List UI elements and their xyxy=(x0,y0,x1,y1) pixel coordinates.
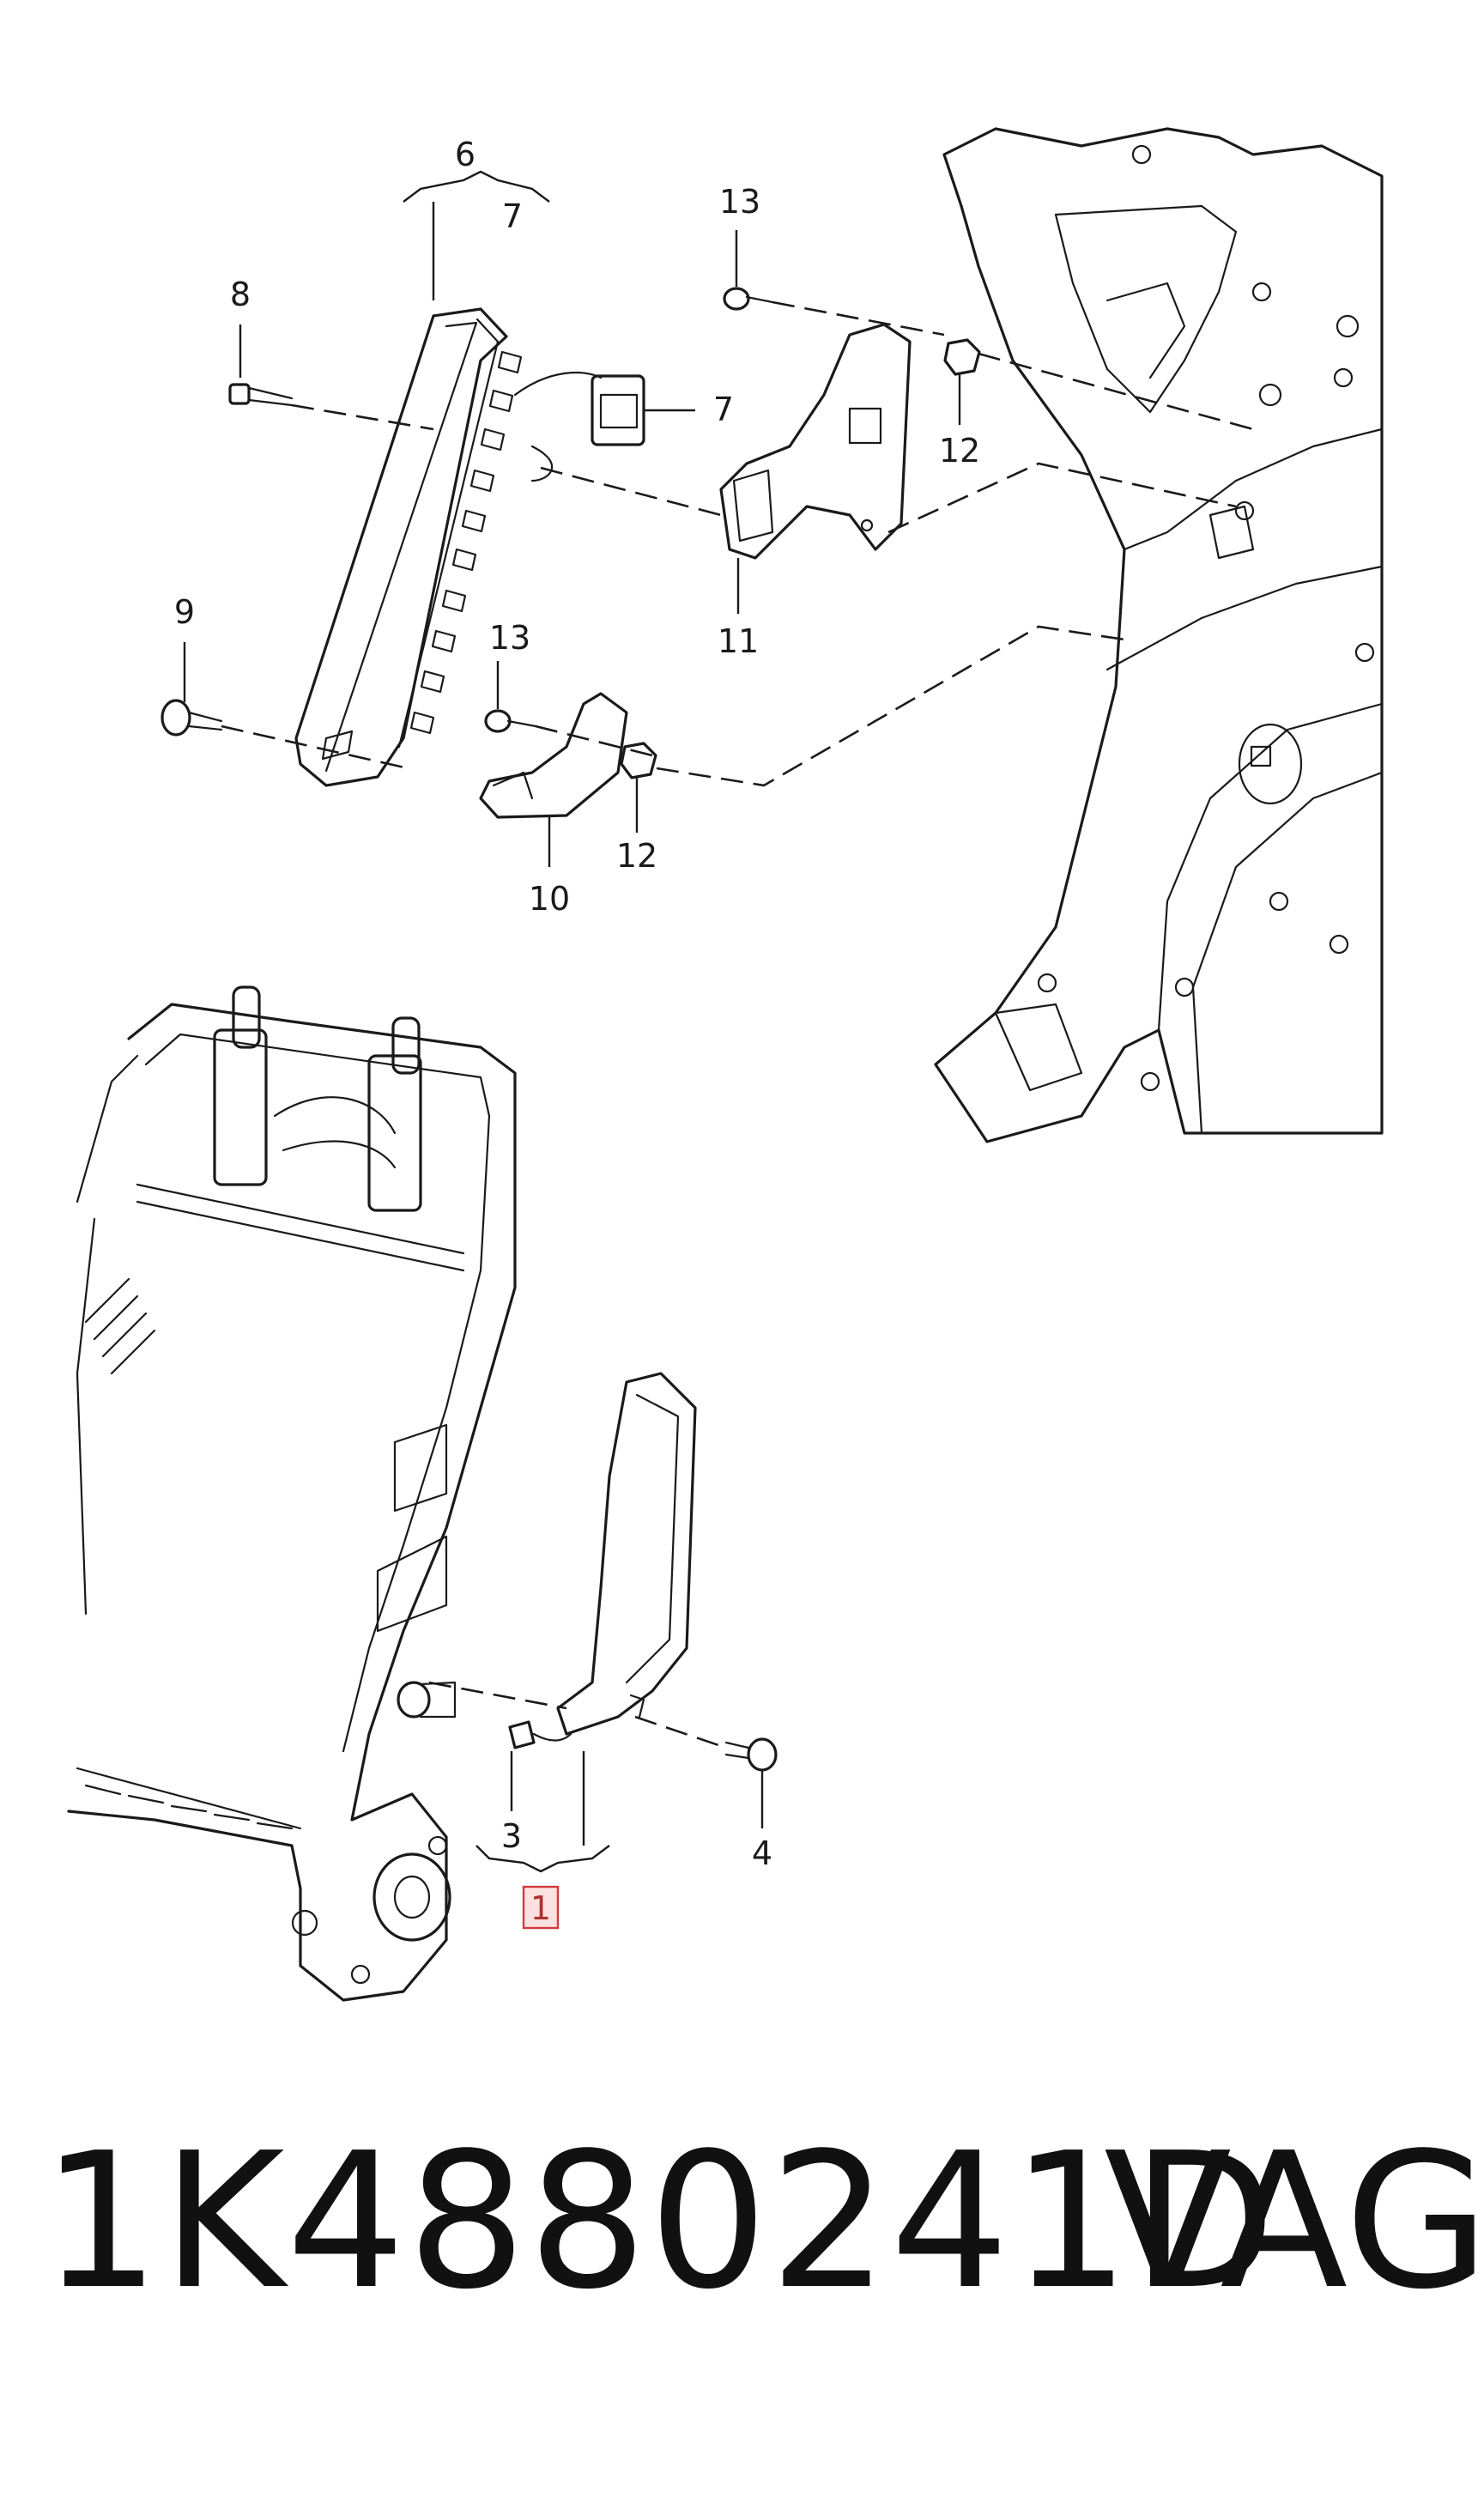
callout-10: 10 xyxy=(529,880,570,918)
callout-7: 7 xyxy=(713,391,734,428)
leader-lines xyxy=(183,170,961,1873)
seat-backrest-frame xyxy=(67,985,517,2002)
vehicle-body-pillar xyxy=(934,127,1384,1143)
callout-8: 8 xyxy=(230,276,251,313)
callout-9: 9 xyxy=(174,593,195,631)
bracket-10 xyxy=(479,692,628,819)
highlighted-part-box xyxy=(522,1885,560,1930)
nut-12-lower xyxy=(620,742,657,779)
callout-13: 13 xyxy=(719,183,760,221)
callout-12: 12 xyxy=(616,837,657,875)
callout-12: 12 xyxy=(939,432,980,470)
brand-label: VAG xyxy=(1104,2113,1484,2331)
callout-1: 1 xyxy=(530,1889,551,1927)
callout-labels: 6 7 7 8 9 10 11 12 12 13 13 3 4 1 xyxy=(174,136,980,1930)
callout-3: 3 xyxy=(501,1817,522,1855)
callout-4: 4 xyxy=(752,1834,772,1872)
connector-3 xyxy=(508,1720,572,1749)
bolt-9 xyxy=(161,699,223,737)
screw-13-upper xyxy=(723,287,774,311)
bracket-11 xyxy=(719,323,912,560)
bolt-8 xyxy=(228,383,294,407)
callout-11: 11 xyxy=(718,622,759,660)
part-number: 1K4880241D xyxy=(41,2113,1278,2331)
callout-7: 7 xyxy=(502,197,523,235)
nut-12-upper xyxy=(943,338,981,376)
bolt-4 xyxy=(724,1737,778,1772)
airbag-module-6 xyxy=(294,307,645,787)
callout-6: 6 xyxy=(455,136,475,173)
side-airbag-1 xyxy=(556,1372,697,1736)
screw-13-lower xyxy=(484,709,537,733)
callout-13: 13 xyxy=(489,619,530,657)
